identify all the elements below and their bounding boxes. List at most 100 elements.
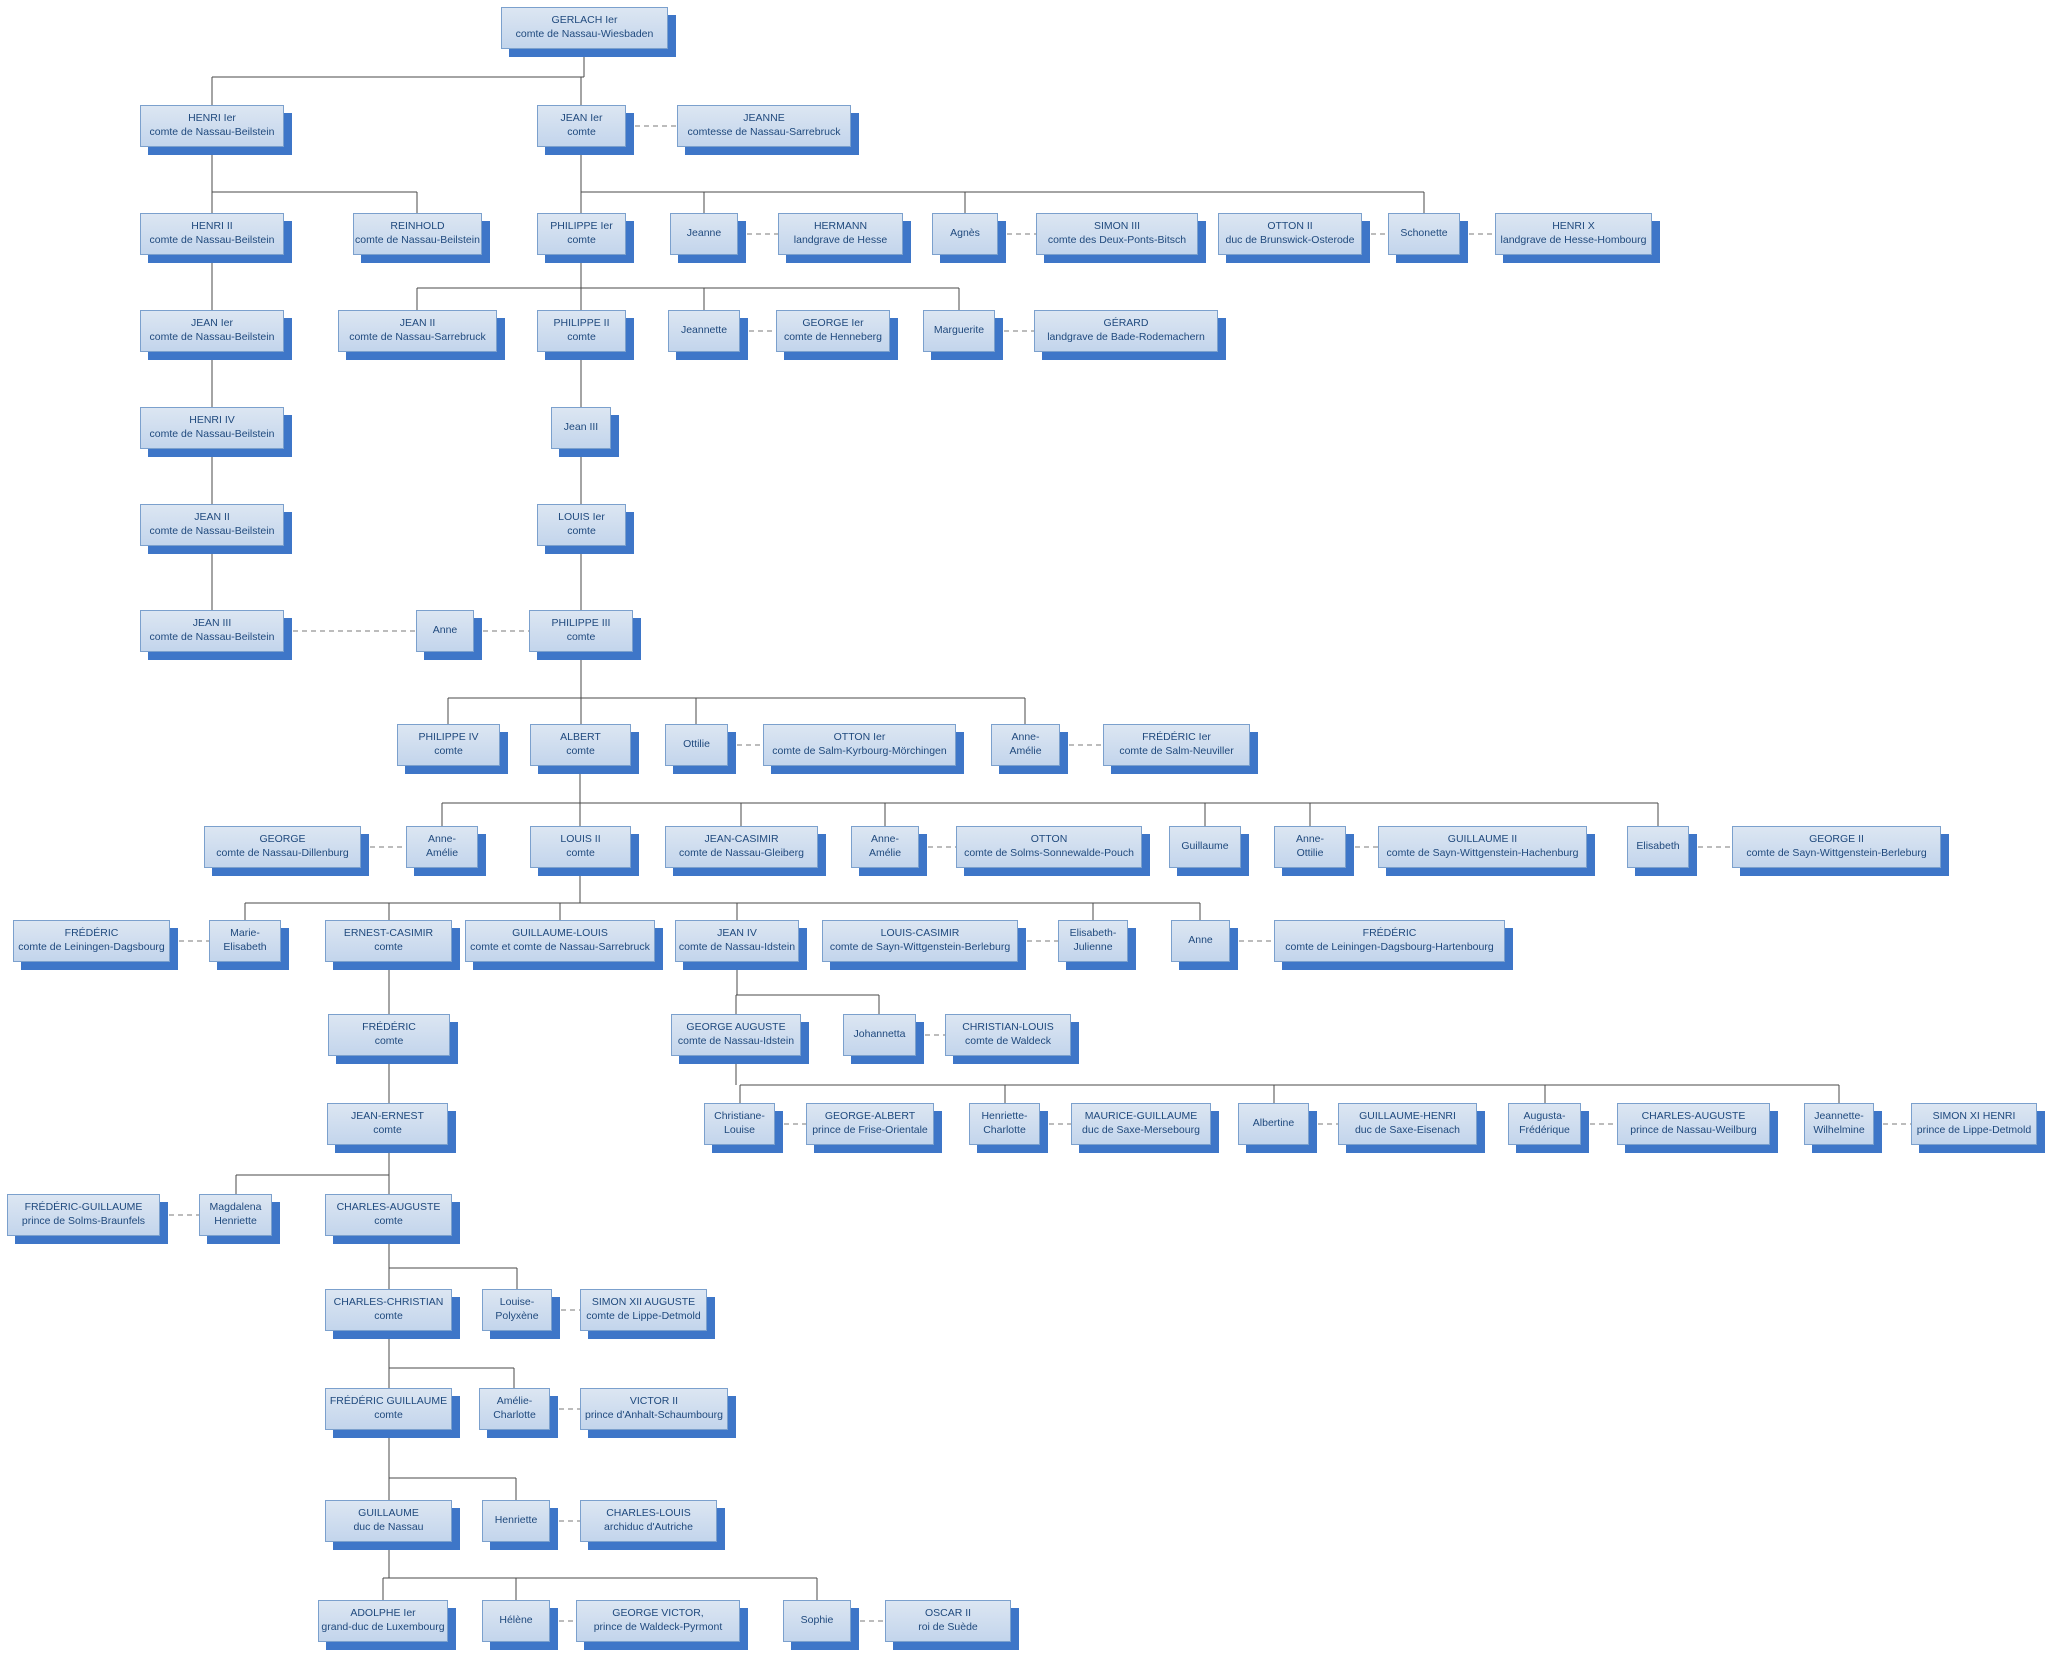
- person-title: comte de Sayn-Wittgenstein-Berleburg: [1746, 847, 1927, 859]
- tree-node-albertine[interactable]: Albertine: [1238, 1103, 1309, 1145]
- tree-node-anne-beilstein[interactable]: Anne: [416, 610, 474, 652]
- tree-node-anne-fille[interactable]: Anne: [1171, 920, 1230, 962]
- person-title: comte de Salm-Neuviller: [1119, 745, 1234, 757]
- tree-node-helene[interactable]: Hélène: [482, 1600, 550, 1642]
- tree-node-johannetta[interactable]: Johannetta: [843, 1014, 916, 1056]
- tree-node-george-victor[interactable]: GEORGE VICTOR,prince de Waldeck-Pyrmont: [576, 1600, 740, 1642]
- tree-node-agnes[interactable]: Agnès: [932, 213, 998, 255]
- tree-node-anne-amelie-3[interactable]: Anne-Amélie: [851, 826, 919, 868]
- tree-node-guillaume-fils[interactable]: Guillaume: [1169, 826, 1241, 868]
- tree-node-schonette[interactable]: Schonette: [1388, 213, 1460, 255]
- person-name: Agnès: [950, 227, 980, 240]
- tree-node-henriette[interactable]: Henriette: [482, 1500, 550, 1542]
- person-title: Wilhelmine: [1813, 1124, 1865, 1136]
- tree-node-anne-ottilie[interactable]: Anne-Ottilie: [1274, 826, 1346, 868]
- tree-node-sophie[interactable]: Sophie: [783, 1600, 851, 1642]
- person-title: roi de Suède: [918, 1621, 978, 1633]
- tree-node-jean3-wiesbaden[interactable]: Jean III: [551, 407, 611, 449]
- person-title: duc de Brunswick-Osterode: [1225, 234, 1355, 246]
- tree-node-jeannette[interactable]: Jeannette: [668, 310, 740, 352]
- tree-node-amelie-charlotte[interactable]: Amélie-Charlotte: [479, 1388, 550, 1430]
- tree-node-ottilie[interactable]: Ottilie: [665, 724, 728, 766]
- tree-node-elisabeth-julienne[interactable]: Elisabeth-Julienne: [1058, 920, 1128, 962]
- tree-node-marie-elisabeth[interactable]: Marie-Elisabeth: [209, 920, 281, 962]
- tree-node-louise-polyxene[interactable]: Louise-Polyxène: [482, 1289, 552, 1331]
- person-name: Jeanne: [686, 227, 722, 240]
- person-title: archiduc d'Autriche: [604, 1521, 693, 1533]
- person-name: HERMANN: [813, 220, 868, 233]
- tree-node-marguerite[interactable]: Marguerite: [923, 310, 995, 352]
- person-title: comte de Nassau-Beilstein: [149, 631, 275, 643]
- tree-node-henriette-charlotte[interactable]: Henriette-Charlotte: [969, 1103, 1040, 1145]
- tree-node-jeanne[interactable]: Jeanne: [670, 213, 738, 255]
- tree-node-jeannette-wilhelmine[interactable]: Jeannette-Wilhelmine: [1804, 1103, 1874, 1145]
- tree-node-christiane-louise[interactable]: Christiane-Louise: [704, 1103, 775, 1145]
- person-title: comte: [567, 234, 596, 246]
- tree-node-anne-amelie-1[interactable]: Anne-Amélie: [991, 724, 1060, 766]
- tree-node-augusta-frederique[interactable]: Augusta-Frédérique: [1508, 1103, 1581, 1145]
- person-name: Anne: [432, 624, 458, 637]
- tree-node-elisabeth-fille[interactable]: Elisabeth: [1627, 826, 1689, 868]
- person-name: CHARLES-CHRISTIAN: [333, 1296, 444, 1309]
- tree-node-anne-amelie-2[interactable]: Anne-Amélie: [406, 826, 478, 868]
- person-name: Louise-: [499, 1296, 535, 1309]
